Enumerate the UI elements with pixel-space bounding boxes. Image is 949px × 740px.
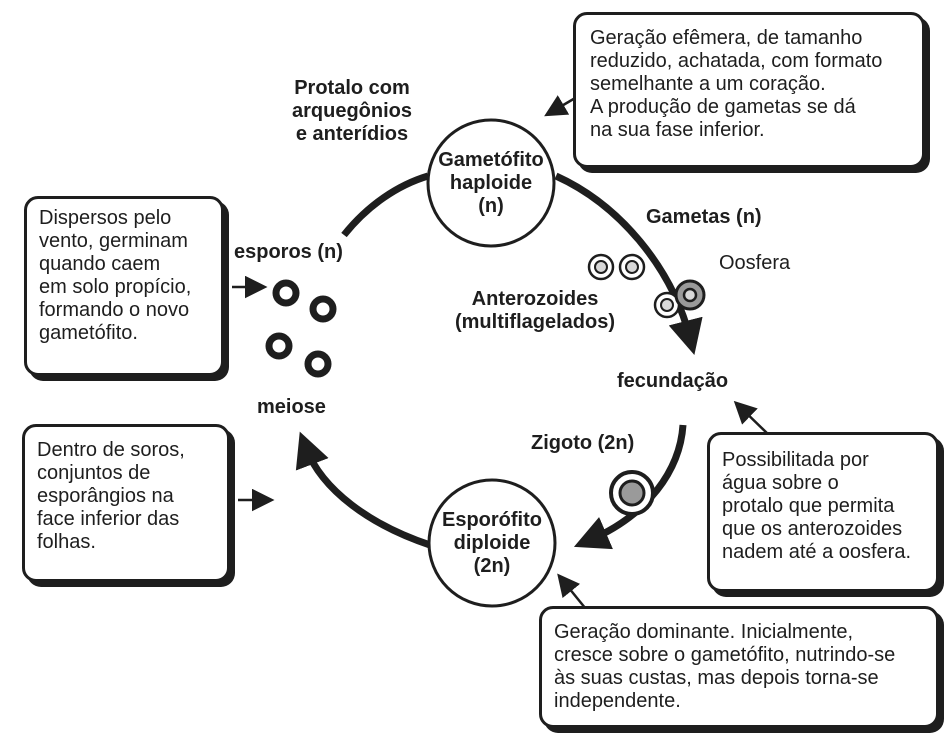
oosphere-cell: [674, 279, 706, 311]
spore-cell: [272, 279, 300, 307]
spore-cell: [265, 332, 293, 360]
zygote-cell-inner: [618, 479, 646, 507]
gametophyte-note-text: Geração efêmera, de tamanho reduzido, ac…: [590, 27, 883, 141]
fertilization-note-box: Possibilitada por água sobre o protalo q…: [707, 432, 939, 592]
spores-note-text: Dispersos pelo vento, germinam quando ca…: [39, 207, 192, 344]
gametes-label: Gametas (n): [646, 206, 762, 228]
fertilization-label: fecundação: [617, 370, 729, 392]
gametophyte-node-circle: [426, 118, 556, 248]
sori-note-box: Dentro de soros, conjuntos de esporângio…: [22, 424, 230, 582]
antherozoid-cell: [594, 260, 608, 274]
antherozoid-cells: [587, 253, 681, 319]
callout-arrow-fertilization: [733, 400, 771, 437]
spore-cell: [309, 295, 337, 323]
sporophyte-node: Esporófito diploide (2n): [442, 508, 542, 577]
sori-note-text: Dentro de soros, conjuntos de esporângio…: [37, 439, 185, 553]
cycle-arrow-gametophyte-to-fertilization: [554, 172, 703, 355]
antherozoids-label: Anterozoides (multiflagelados): [454, 288, 615, 333]
sporophyte-note-box: Geração dominante. Inicialmente, cresce …: [539, 606, 939, 728]
oosphere-label: Oosfera: [719, 252, 791, 274]
cycle-arrow-zygote-to-sporophyte: [573, 424, 687, 550]
spores-note-box: Dispersos pelo vento, germinam quando ca…: [24, 196, 224, 376]
spores-label: esporos (n): [234, 241, 343, 263]
spore-cell: [304, 350, 332, 378]
fertilization-note-text: Possibilitada por água sobre o protalo q…: [722, 449, 912, 563]
zygote-label: Zigoto (2n): [531, 432, 635, 454]
gametophyte-node: Gametófito haploide (n): [438, 148, 544, 217]
cycle-arrow-sporophyte-to-meiose: [295, 431, 432, 549]
spore-cells: [265, 279, 337, 378]
protalo-label: Protalo com arquegônios e anterídios: [291, 77, 412, 145]
sporophyte-node-circle: [427, 478, 557, 608]
antherozoid-cell: [660, 298, 674, 312]
gametophyte-note-box: Geração efêmera, de tamanho reduzido, ac…: [573, 12, 925, 168]
cycle-arc-spores-to-gametophyte: [341, 172, 430, 238]
meiosis-label: meiose: [257, 396, 326, 418]
antherozoid-cell: [625, 260, 639, 274]
sporophyte-note-text: Geração dominante. Inicialmente, cresce …: [554, 621, 896, 712]
